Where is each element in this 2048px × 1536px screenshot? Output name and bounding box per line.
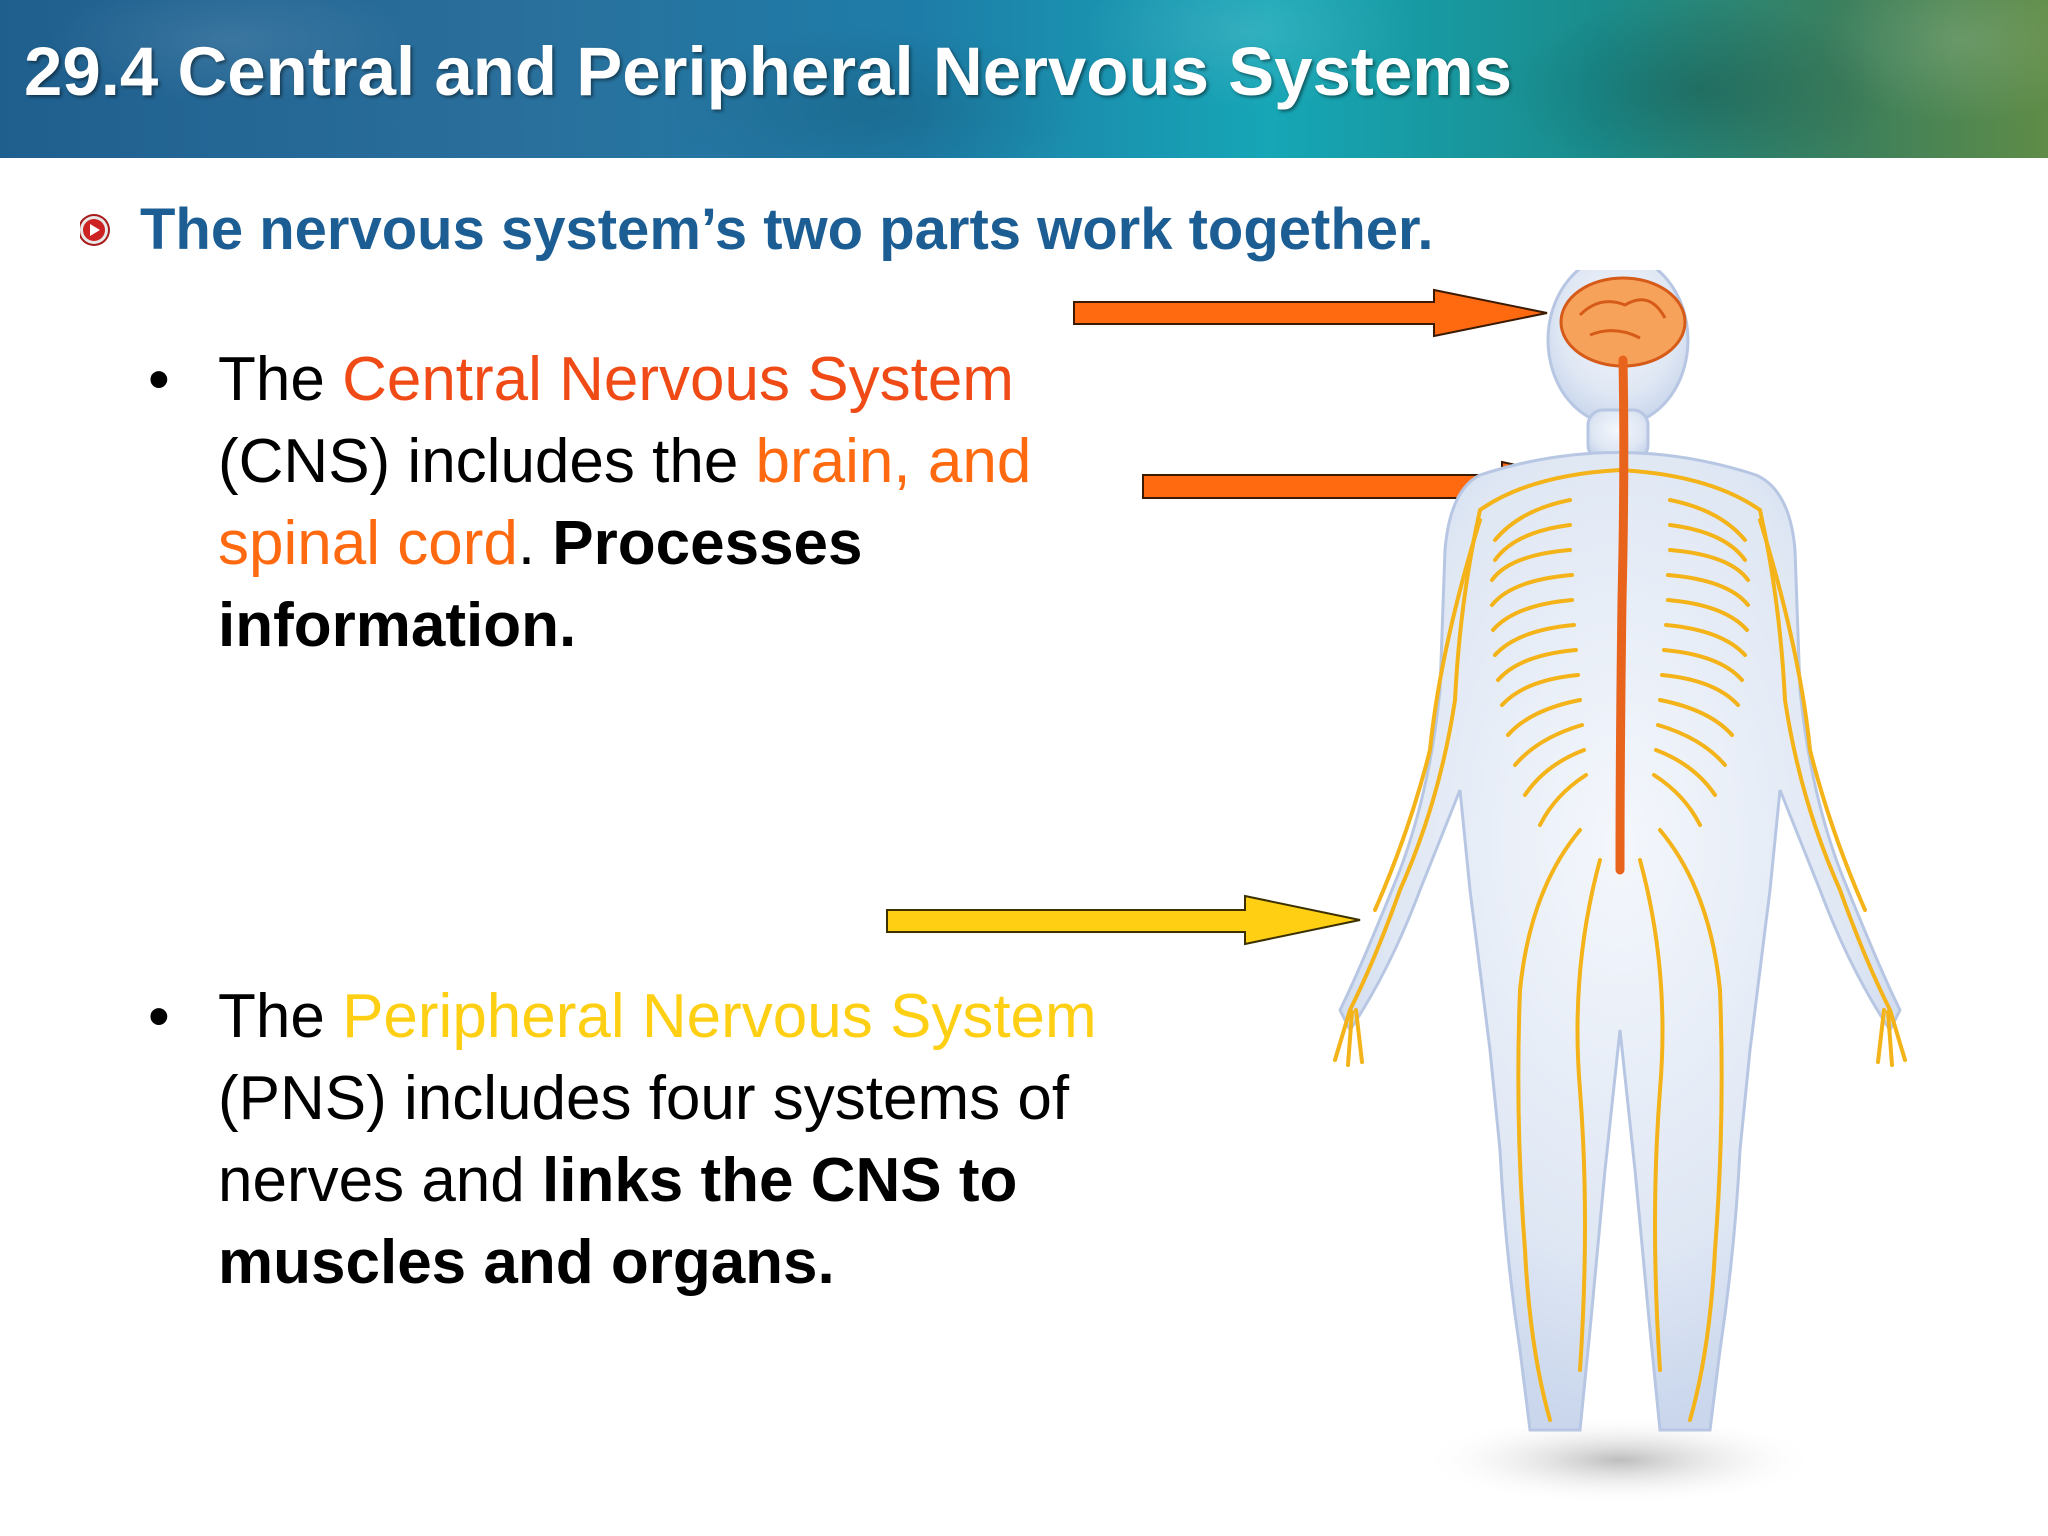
slide-title: 29.4 Central and Peripheral Nervous Syst… xyxy=(24,33,1512,110)
pns-bullet: • The Peripheral Nervous System (PNS) in… xyxy=(148,976,1138,1304)
cns-text-3: . xyxy=(517,509,553,578)
spinal-cord xyxy=(1615,355,1629,875)
subheading: The nervous system’s two parts work toge… xyxy=(80,196,1680,266)
pns-arrow xyxy=(886,894,1361,946)
cns-text-1: The xyxy=(218,345,343,414)
bullet-marker: • xyxy=(148,982,170,1051)
cns-components: brain, and spinal cord xyxy=(218,427,1032,578)
title-bar: 29.4 Central and Peripheral Nervous Syst… xyxy=(0,0,2048,158)
brain xyxy=(1559,276,1687,368)
nervous-system-figure xyxy=(1333,270,1907,1505)
pns-term: Peripheral Nervous System xyxy=(342,982,1097,1051)
brain-arrow xyxy=(1073,288,1548,338)
cns-function: Processes information. xyxy=(218,509,863,660)
central-nervous-system xyxy=(1559,276,1687,875)
pns-text-1: The xyxy=(218,982,343,1051)
title-bar-texture xyxy=(0,0,2048,158)
peripheral-nerves xyxy=(1333,468,1907,1422)
pns-text-2: (PNS) includes four systems of nerves an… xyxy=(218,1064,1070,1215)
floor-shadow xyxy=(1420,1415,1820,1505)
cns-text-2: (CNS) includes the xyxy=(218,427,756,496)
bullet-marker: • xyxy=(148,345,170,414)
pns-function: links the CNS to muscles and organs. xyxy=(218,1146,1018,1297)
subheading-text: The nervous system’s two parts work toge… xyxy=(140,197,1434,262)
cns-bullet: • The Central Nervous System (CNS) inclu… xyxy=(148,339,1138,667)
play-bullet-icon xyxy=(80,216,108,244)
cns-term: Central Nervous System xyxy=(342,345,1014,414)
